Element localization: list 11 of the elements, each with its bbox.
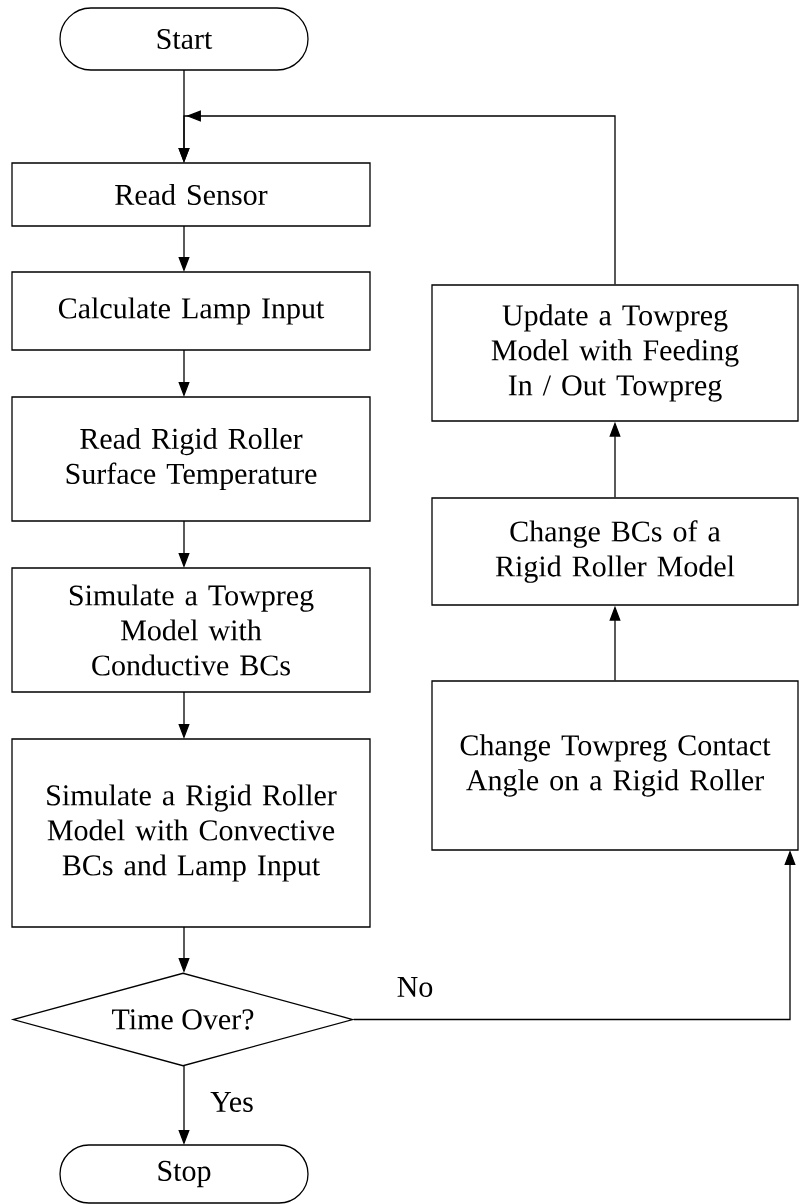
arrow bbox=[178, 110, 616, 285]
edge-label: Yes bbox=[208, 1090, 256, 1114]
process-box: Read Sensor bbox=[11, 162, 371, 227]
process-box: Change Towpreg Contact Angle on a Rigid Roller bbox=[431, 680, 799, 851]
process-box: Update a Towpreg Model with Feeding In / Out Towpreg bbox=[431, 284, 799, 422]
process-box: Read Rigid Roller Surface Temperature bbox=[11, 396, 371, 522]
process-box: Calculate Lamp Input bbox=[11, 271, 371, 351]
process-box: Simulate a Rigid Roller Model with Convective BCs and Lamp Input bbox=[11, 738, 371, 928]
process-box: Change BCs of a Rigid Roller Model bbox=[431, 497, 799, 606]
process-box: Simulate a Towpreg Model with Conductive BCs bbox=[11, 567, 371, 693]
edge-label: No bbox=[394, 975, 436, 999]
